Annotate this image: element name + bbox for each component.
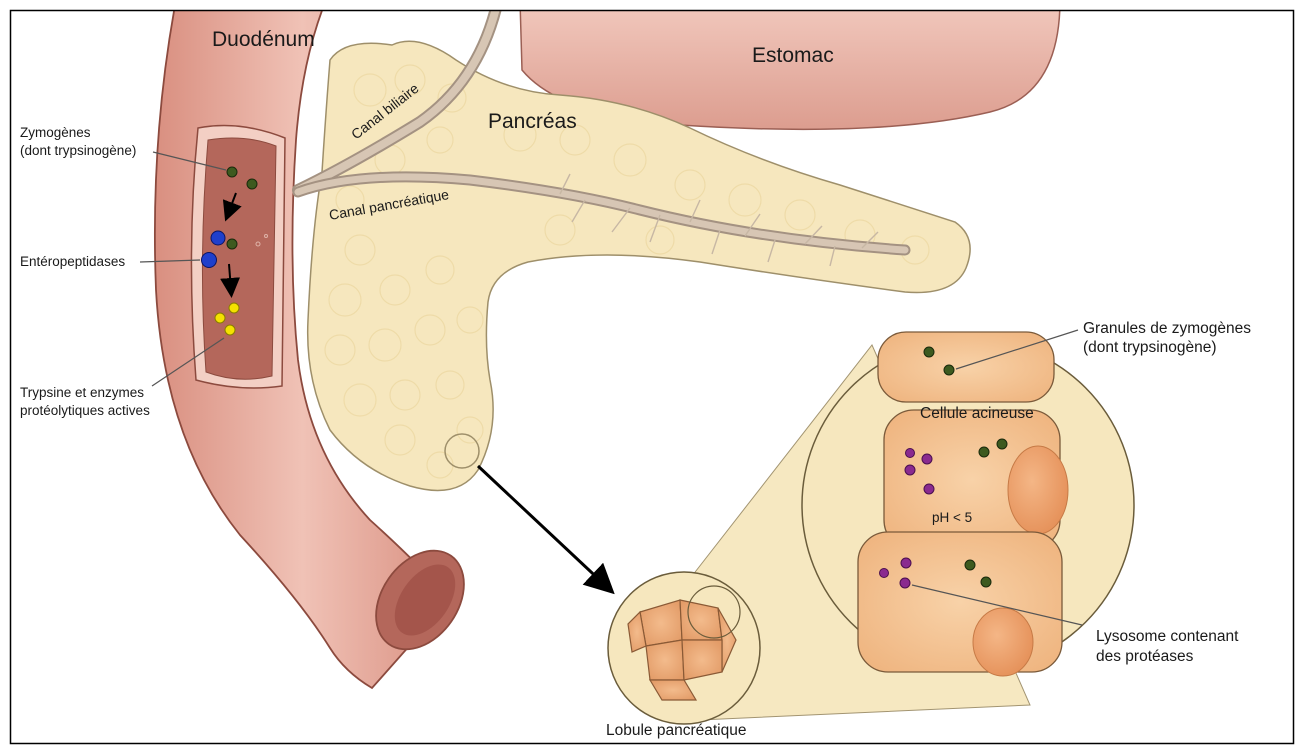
label-pancreas: Pancréas [488,110,577,133]
lysosome [922,454,932,464]
label-ph: pH < 5 [932,510,972,525]
label-trypsine: Trypsine et enzymes [20,385,144,400]
enteropeptidase [211,231,225,245]
label-lysosome-sub: des protéases [1096,648,1194,665]
label-granules: Granules de zymogènes [1083,320,1251,337]
lysosome [900,578,910,588]
zymogen-granule [227,239,237,249]
trypsin [225,325,235,335]
lysosome [924,484,934,494]
lysosome [901,558,911,568]
nucleus [1008,446,1068,534]
label-trypsine-sub: protéolytiques actives [20,403,150,418]
lysosome [880,569,889,578]
lysosome [906,449,915,458]
label-zymogenes-sub: (dont trypsinogène) [20,143,136,158]
trypsin [215,313,225,323]
label-cellule-acineuse: Cellule acineuse [920,405,1034,422]
nucleus [973,608,1033,676]
label-enteropeptidases: Entéropeptidases [20,254,125,269]
label-lobule: Lobule pancréatique [606,722,746,739]
enteropeptidase [202,253,217,268]
label-zymogenes: Zymogènes [20,125,91,140]
zymogen-granule [227,167,237,177]
acinar-cell-top [878,332,1054,402]
label-granules-sub: (dont trypsinogène) [1083,339,1217,356]
label-lysosome: Lysosome contenant [1096,628,1239,645]
trypsin [229,303,239,313]
zymogen-granule [247,179,257,189]
label-estomac: Estomac [752,44,834,67]
lobule-arrow [478,466,606,586]
label-duodenum: Duodénum [212,28,315,51]
lysosome [905,465,915,475]
